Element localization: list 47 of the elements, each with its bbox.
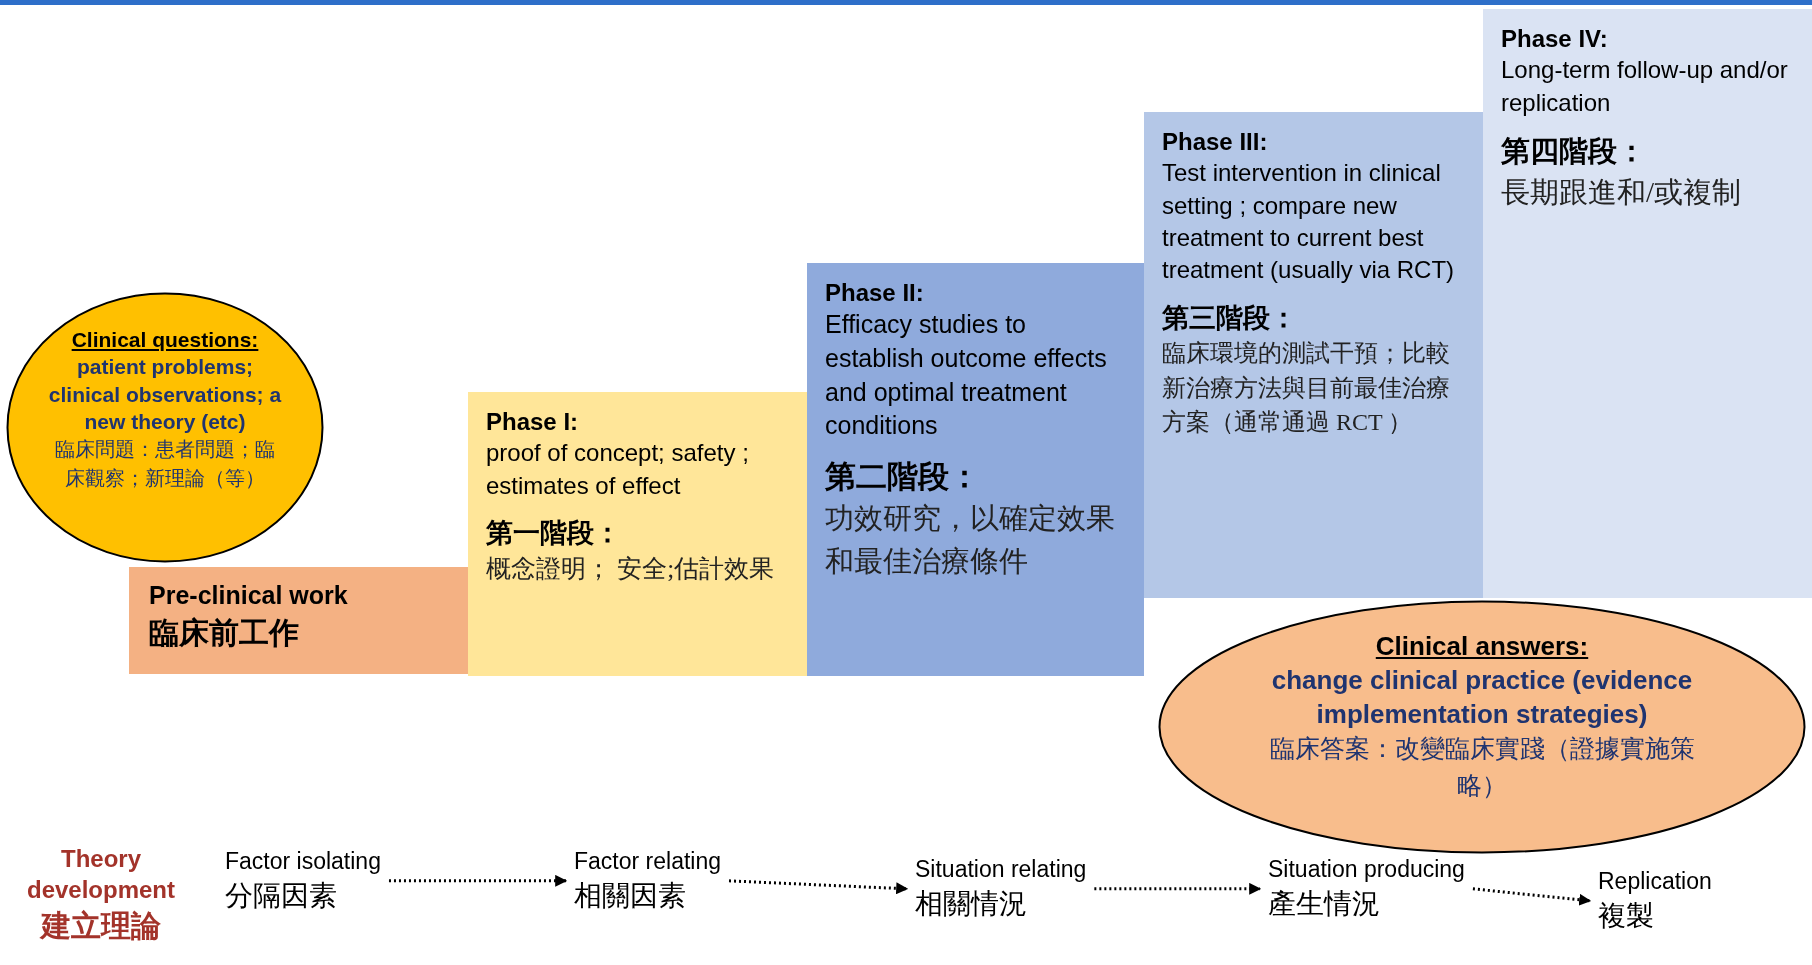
answer-ellipse [1158,600,1806,854]
phase-heading: Phase IV: [1501,24,1609,54]
chinese-text: 分隔因素 [225,878,338,913]
dotted-arrow [728,879,909,895]
chinese-text: 長期跟進和/或複制 [1501,174,1743,210]
block-heading: Pre-clinical work [149,580,349,611]
question-ellipse [6,292,324,563]
ellipse-heading: Clinical answers: [1374,630,1590,663]
chinese-text: 複製 [1598,898,1655,933]
phase-heading: Phase I: [486,407,580,437]
step-label: Factor relating [574,847,721,876]
chinese-heading: 第三階段： [1162,301,1298,335]
phase-heading: Phase II: [825,278,925,308]
ellipse-heading: Clinical questions: [70,327,260,353]
phase-block [1483,9,1812,598]
row-heading: Theory development [26,844,176,906]
phase-description: proof of concept; safety ; estimates of effect [486,438,750,501]
chinese-text: 功效研究，以確定效果和最佳治療條件 [825,501,1116,579]
chinese-heading: 第二階段： [825,458,981,497]
chinese-heading: 臨床前工作 [149,614,300,651]
dotted-arrow [388,874,568,887]
chinese-heading: 第四階段： [1501,133,1647,169]
phase-description: Long-term follow-up and/or replication [1501,55,1789,118]
dotted-arrow [1094,882,1262,895]
step-label: Situation relating [915,855,1087,884]
pre-clinical-block [129,567,468,674]
phase-block [468,392,807,676]
chinese-text: 相關情況 [915,886,1028,921]
step-label: Factor isolating [225,847,381,876]
dotted-arrow [1472,887,1592,906]
chinese-text: 產生情況 [1268,886,1381,921]
phase-block [807,263,1144,676]
chinese-text: 概念證明； 安全;估計效果 [486,554,776,585]
chinese-heading: 第一階段： [486,516,622,550]
chinese-text: 臨床答案：改變臨床實踐（證據實施策略） [1268,734,1696,801]
chinese-text: 相關因素 [574,878,687,913]
phase-description: Test intervention in clinical setting ; compare new treatment to current best treatment (usually via RCT) [1162,158,1456,286]
step-label: Situation producing [1268,855,1465,884]
chinese-text: 臨床環境的測試干預；比較新治療方法與目前最佳治療方案（通常通過 RCT ） [1162,338,1451,438]
phase-description: Efficacy studies to establish outcome effects and optimal treatment conditions [825,309,1108,442]
phase-heading: Phase III: [1162,127,1269,157]
chinese-text: 臨床問題：患者問題；臨床觀察；新理論（等） [54,437,276,492]
chinese-heading: 建立理論 [38,908,162,944]
phase-block [1144,112,1483,598]
ellipse-body-text: patient problems; clinical observations; a new theory (etc) [47,354,283,435]
step-label: Replication [1598,867,1712,896]
ellipse-body-text: change clinical practice (evidence implementation strategies) [1270,663,1694,731]
